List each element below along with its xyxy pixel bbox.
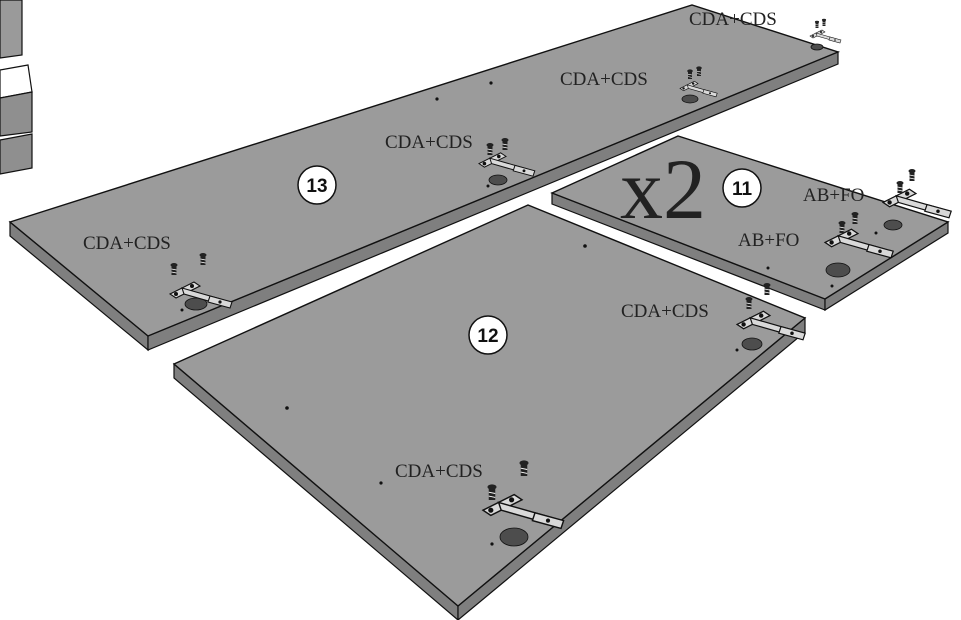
panel-13 (8, 4, 841, 352)
hinge-label: CDA+CDS (83, 233, 171, 254)
hinge-label: CDA+CDS (385, 132, 473, 153)
hinge-panel-13-far (809, 18, 842, 44)
svg-text:12: 12 (477, 326, 498, 347)
hinge-label: CDA+CDS (395, 461, 483, 482)
panel-number-11: 11 (722, 168, 762, 208)
panel-12 (172, 204, 807, 620)
panel-number-13: 13 (297, 165, 337, 205)
panel-11 (550, 135, 950, 312)
hinge-label: AB+FO (738, 230, 799, 251)
hinge-label: AB+FO (803, 185, 864, 206)
hinge-label: CDA+CDS (560, 69, 648, 90)
svg-text:13: 13 (306, 176, 327, 197)
svg-text:11: 11 (732, 179, 753, 200)
cabinet-fragment (0, 0, 33, 175)
panel-number-12: 12 (468, 315, 508, 355)
quantity-label: x2 (620, 141, 706, 237)
hinge-label: CDA+CDS (689, 9, 777, 30)
hinge-label: CDA+CDS (621, 301, 709, 322)
